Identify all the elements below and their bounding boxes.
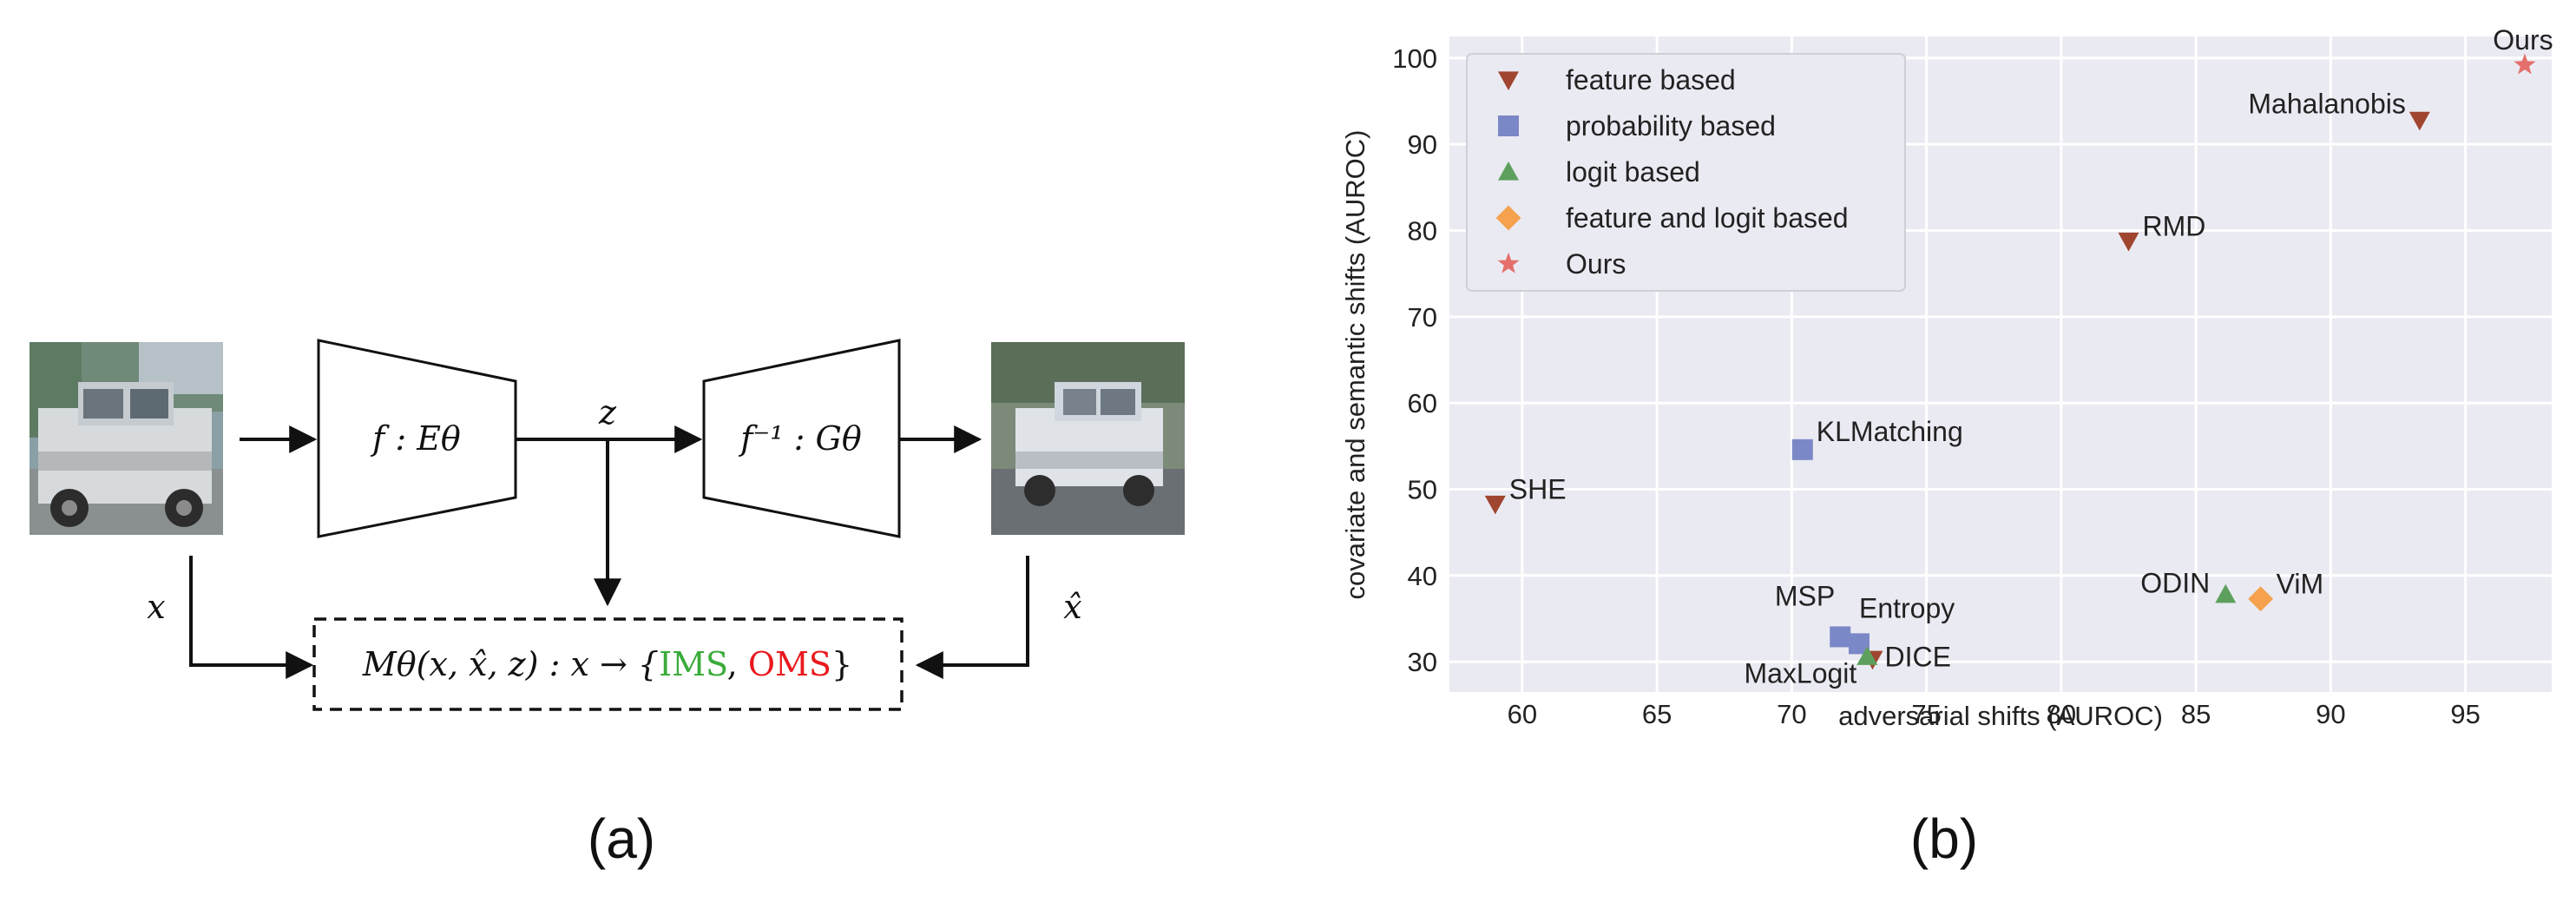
input-car-image xyxy=(30,342,223,535)
input-label: x xyxy=(147,588,165,626)
label-ours: Ours xyxy=(2493,24,2553,56)
legend-box xyxy=(1466,53,1906,292)
panel-b-caption: (b) xyxy=(1910,807,1978,870)
legend-marker-0 xyxy=(1498,71,1519,90)
y-axis-label: covariate and semantic shifts (AUROC) xyxy=(1340,130,1370,600)
input-to-model-arrow xyxy=(189,556,314,679)
legend-label: feature based xyxy=(1566,64,1736,96)
model-box xyxy=(312,617,904,711)
legend-marker-3 xyxy=(1495,205,1521,231)
label-rmd: RMD xyxy=(2142,210,2205,241)
x-tick-label: 65 xyxy=(1642,699,1672,729)
x-tick-labels: 60 65 70 75 80 85 90 95 xyxy=(1508,699,2481,729)
y-tick-label: 50 xyxy=(1408,475,1437,505)
label-msp: MSP xyxy=(1775,580,1835,611)
point-msp xyxy=(1830,626,1851,648)
legend-label: logit based xyxy=(1566,156,1700,188)
x-tick-label: 60 xyxy=(1508,699,1537,729)
model-label-close: } xyxy=(831,645,852,683)
label-entropy: Entropy xyxy=(1859,592,1955,623)
x-tick-label: 85 xyxy=(2181,699,2211,729)
label-klmatching: KLMatching xyxy=(1817,416,1963,447)
label-odin: ODIN xyxy=(2140,568,2210,599)
point-ours xyxy=(2514,53,2536,75)
point-klmatching xyxy=(1791,438,1813,460)
y-tick-label: 40 xyxy=(1408,561,1437,591)
label-vim: ViM xyxy=(2277,569,2324,600)
x-axis-label: adversarial shifts (AUROC) xyxy=(1838,701,2163,731)
legend-marker-4 xyxy=(1497,252,1520,274)
y-tick-label: 60 xyxy=(1408,388,1437,419)
recon-to-model-arrow xyxy=(915,556,1029,679)
model-label-main: Mθ(x, x̂, z) : x → { xyxy=(362,645,659,683)
y-tick-label: 30 xyxy=(1408,647,1437,677)
legend: feature based probability based logit base… xyxy=(1466,53,1906,292)
legend-marker-1 xyxy=(1498,115,1519,136)
y-tick-labels: 30 40 50 60 70 80 90 100 xyxy=(1392,43,1437,677)
label-mahalanobis: Mahalanobis xyxy=(2248,88,2405,119)
legend-marker-2 xyxy=(1498,161,1519,181)
model-label: Mθ(x, x̂, z) : x → {IMS, OMS} xyxy=(362,645,852,683)
point-mahalanobis xyxy=(2408,111,2430,131)
point-she xyxy=(1484,495,1506,515)
point-maxlogit xyxy=(1856,646,1878,665)
encoder-block xyxy=(317,339,517,538)
panel-a-caption: (a) xyxy=(588,807,655,870)
label-maxlogit: MaxLogit xyxy=(1744,657,1856,689)
reconstructed-car-image xyxy=(991,342,1185,535)
model-label-sep: , xyxy=(727,645,748,683)
legend-label: Ours xyxy=(1566,248,1626,280)
legend-items: feature based probability based logit base… xyxy=(1495,64,1849,280)
legend-label: probability based xyxy=(1566,110,1776,142)
decoder-label: f⁻¹ : Gθ xyxy=(738,419,862,458)
x-tick-label: 75 xyxy=(1911,699,1941,729)
point-odin xyxy=(2215,583,2237,603)
model-label-oms: OMS xyxy=(748,645,831,683)
gridlines xyxy=(1449,36,2552,692)
legend-label: feature and logit based xyxy=(1566,202,1849,234)
x-tick-label: 70 xyxy=(1777,699,1806,729)
recon-label: x̂ xyxy=(1063,588,1081,626)
model-label-ims: IMS xyxy=(659,645,727,683)
panel-b: 60 65 70 75 80 85 90 95 30 40 50 60 70 80 90 100 Mahal… xyxy=(1340,24,2553,870)
label-she: SHE xyxy=(1509,473,1567,504)
latent-label: z xyxy=(598,393,617,432)
y-tick-label: 100 xyxy=(1392,43,1437,74)
x-tick-label: 90 xyxy=(2316,699,2345,729)
y-tick-label: 70 xyxy=(1408,302,1437,333)
label-dice: DICE xyxy=(1885,641,1951,672)
encoder-label: f : Eθ xyxy=(370,419,461,458)
decoder-block xyxy=(702,339,901,538)
x-tick-label: 80 xyxy=(2047,699,2076,729)
y-tick-label: 80 xyxy=(1408,216,1437,247)
point-rmd xyxy=(2118,232,2139,252)
x-tick-label: 95 xyxy=(2450,699,2480,729)
point-vim xyxy=(2248,586,2274,612)
y-tick-label: 90 xyxy=(1408,129,1437,160)
data-points xyxy=(1484,53,2536,670)
panel-a: f : Eθ f⁻¹ : Gθ z x x̂ Mθ(x, x̂, z) : x … xyxy=(30,339,1185,870)
